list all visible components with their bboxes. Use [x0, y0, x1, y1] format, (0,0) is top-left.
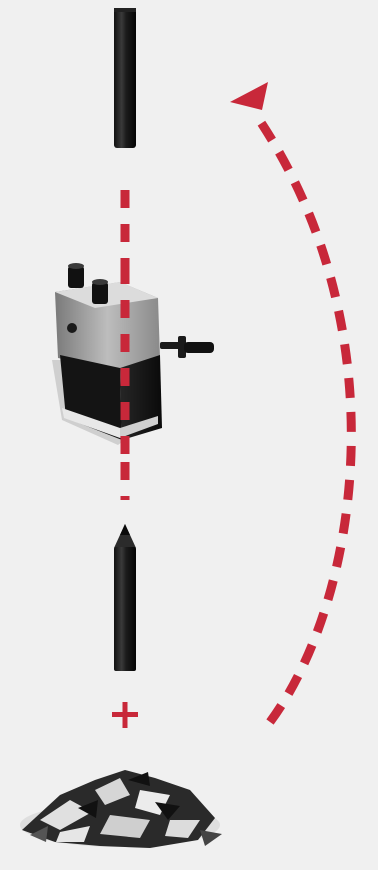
pencil-sharpener — [52, 263, 214, 445]
pencil-stub — [114, 8, 136, 148]
plus-sign — [112, 702, 138, 728]
cycle-arrowhead — [230, 82, 268, 110]
cycle-arrow-dashed — [230, 82, 351, 722]
sharpened-pencil — [114, 524, 136, 671]
pencil-shavings — [20, 770, 222, 848]
